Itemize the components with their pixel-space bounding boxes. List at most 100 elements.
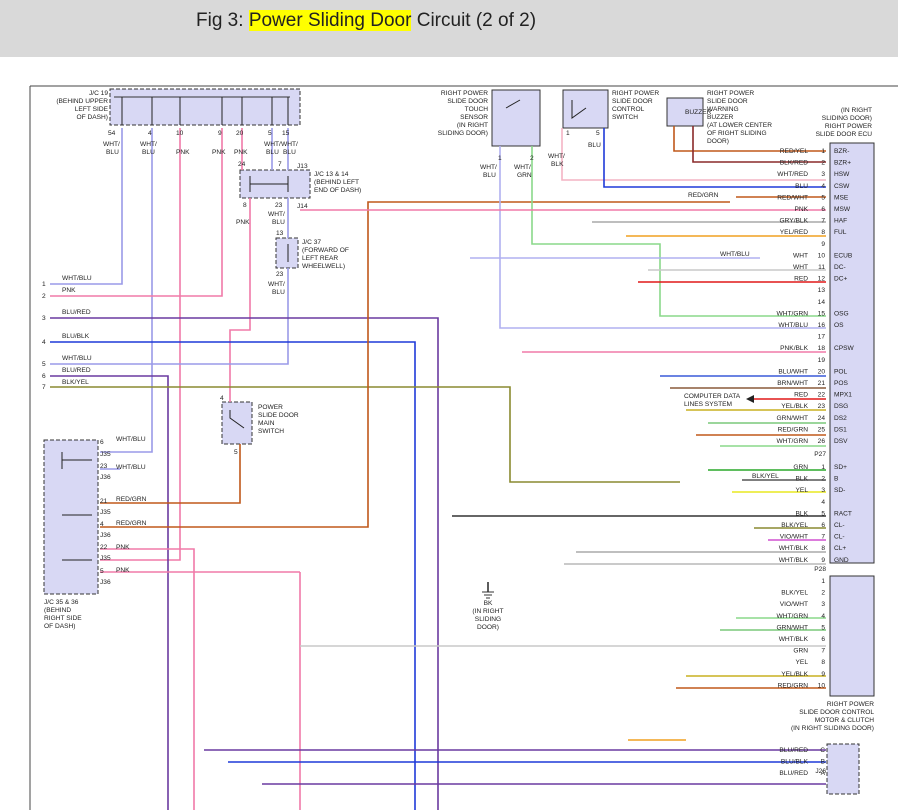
motor-box — [829, 575, 875, 697]
gnd-l3: DOOR) — [477, 624, 499, 631]
jc-j36b: J36 — [100, 532, 111, 539]
ecu-pin-num-3: 3 — [821, 171, 825, 178]
wire9: PNK — [212, 149, 226, 156]
left-wire1: WHT/BLU — [62, 275, 92, 282]
ecu-l3: SLIDE DOOR ECU — [816, 131, 873, 138]
p27-pin-wire-2: BLK — [796, 476, 809, 483]
p28-pin-num-6: 6 — [821, 636, 825, 643]
mtr-l1: SLIDE DOOR CONTROL — [799, 709, 874, 716]
jc3536-l3: OF DASH) — [44, 623, 76, 630]
left-pin3: 3 — [42, 315, 46, 322]
ecu-pin-name-7: HAF — [834, 218, 847, 225]
p28-pin-wire-6: WHT/BLK — [779, 636, 809, 643]
p28-pin-wire-2: BLK/YEL — [781, 590, 808, 597]
jc1314-l0: J/C 13 & 14 — [314, 171, 349, 178]
figure-title: Fig 3: Power Sliding Door Circuit (2 of … — [196, 10, 536, 32]
title-highlight: Power Sliding Door — [248, 10, 412, 31]
ecu-pin-name-21: POS — [834, 380, 849, 387]
j26-pin-wire-B: BLU/BLK — [781, 759, 809, 766]
ecu-pin-name-25: DS1 — [834, 426, 847, 433]
small-texts: BUZZER J13 J14 P27 P28 J26 54 4 10 9 20 … — [42, 109, 826, 775]
ctrl-l2: CONTROL — [612, 106, 645, 113]
ctrl-l1: SLIDE DOOR — [612, 98, 653, 105]
ecu-pin-wire-25: RED/GRN — [778, 426, 809, 433]
ms-pin4: 4 — [220, 395, 224, 402]
left-pin2: 2 — [42, 293, 46, 300]
jc1314-l1: (BEHIND LEFT — [314, 179, 359, 186]
ecu-pin-name-24: DS2 — [834, 415, 847, 422]
cdl-l0: COMPUTER DATA — [684, 393, 741, 400]
wire-blkyel-7 — [50, 386, 680, 483]
wire-pnk-9 — [50, 128, 223, 297]
ecu-pin-wire-18: PNK/BLK — [780, 345, 808, 352]
ecu-pin-name-20: POL — [834, 368, 848, 375]
ecu-pin-wire-11: WHT — [793, 264, 808, 271]
jc3536-box — [43, 439, 99, 595]
j26-text: J26 — [815, 768, 826, 775]
wire-pnk-22 — [100, 548, 195, 810]
ecu-pin-num-9: 9 — [821, 241, 825, 248]
p28-pin-num-8: 8 — [821, 659, 825, 666]
ecu-pin-wire-16: WHT/BLU — [778, 322, 808, 329]
ecu-pin-wire-21: BRN/WHT — [777, 380, 808, 387]
mtr-l0: RIGHT POWER — [827, 701, 874, 708]
jc19-pin9: 9 — [218, 130, 222, 137]
ecu-l0: (IN RIGHT — [841, 107, 872, 114]
ecu-pin-name-3: HSW — [834, 171, 850, 178]
ts-l2: TOUCH — [465, 106, 489, 113]
ecu-pin-num-23: 23 — [818, 403, 826, 410]
jc-wire4: RED/GRN — [116, 520, 147, 527]
ecu-pin-name-4: CSW — [834, 183, 850, 190]
j26-pin-num-C: C — [820, 747, 825, 754]
ecu-pin-num-12: 12 — [818, 276, 826, 283]
wire4-b: BLU — [142, 149, 155, 156]
j13-text: J13 — [297, 163, 308, 170]
jc-wire6: WHT/BLU — [116, 436, 146, 443]
wire-whtred-hsw — [561, 128, 826, 181]
page-header — [0, 0, 898, 57]
p27-pin-name-9: GND — [834, 557, 849, 564]
ecu-pin-num-5: 5 — [821, 194, 825, 201]
ecu-pin-num-2: 2 — [821, 160, 825, 167]
wire10: PNK — [176, 149, 190, 156]
ecu-pin-name-23: DSG — [834, 403, 848, 410]
ts-pin2: 2 — [530, 155, 534, 162]
jc-pin6: 6 — [100, 439, 104, 446]
wire-blkred-bzr — [692, 126, 826, 163]
wire5-b: BLU — [266, 149, 279, 156]
jc-pin21: 21 — [100, 498, 108, 505]
ts-wire2-b: GRN — [517, 172, 532, 179]
p27-pin-num-7: 7 — [821, 534, 825, 541]
left-wire5: WHT/BLU — [62, 355, 92, 362]
mtr-l3: (IN RIGHT SLIDING DOOR) — [791, 725, 874, 732]
bz-l0: RIGHT POWER — [707, 90, 754, 97]
cs-wire5: BLU — [588, 142, 601, 149]
ts-l0: RIGHT POWER — [441, 90, 488, 97]
ecu-pin-name-16: OS — [834, 322, 844, 329]
wire-blured-6 — [50, 375, 169, 810]
ecu-pin-wire-1: RED/YEL — [780, 148, 809, 155]
ecu-pin-name-18: CPSW — [834, 345, 855, 352]
ms-l2: MAIN — [258, 420, 275, 427]
ts-wire1-a: WHT/ — [480, 164, 497, 171]
ecu-pin-name-12: DC+ — [834, 276, 848, 283]
left-pin7: 7 — [42, 384, 46, 391]
p27-pin-num-8: 8 — [821, 545, 825, 552]
ecu-pin-wire-10: WHT — [793, 252, 808, 259]
jc-wire21: RED/GRN — [116, 496, 147, 503]
left-pin4: 4 — [42, 339, 46, 346]
p27-pin-name-1: SD+ — [834, 464, 847, 471]
p28-pin-num-4: 4 — [821, 613, 825, 620]
jc-j36a: J36 — [100, 474, 111, 481]
p27-pin-num-5: 5 — [821, 510, 825, 517]
jc14-pin8: 8 — [243, 202, 247, 209]
ecu-pin-num-22: 22 — [818, 392, 826, 399]
